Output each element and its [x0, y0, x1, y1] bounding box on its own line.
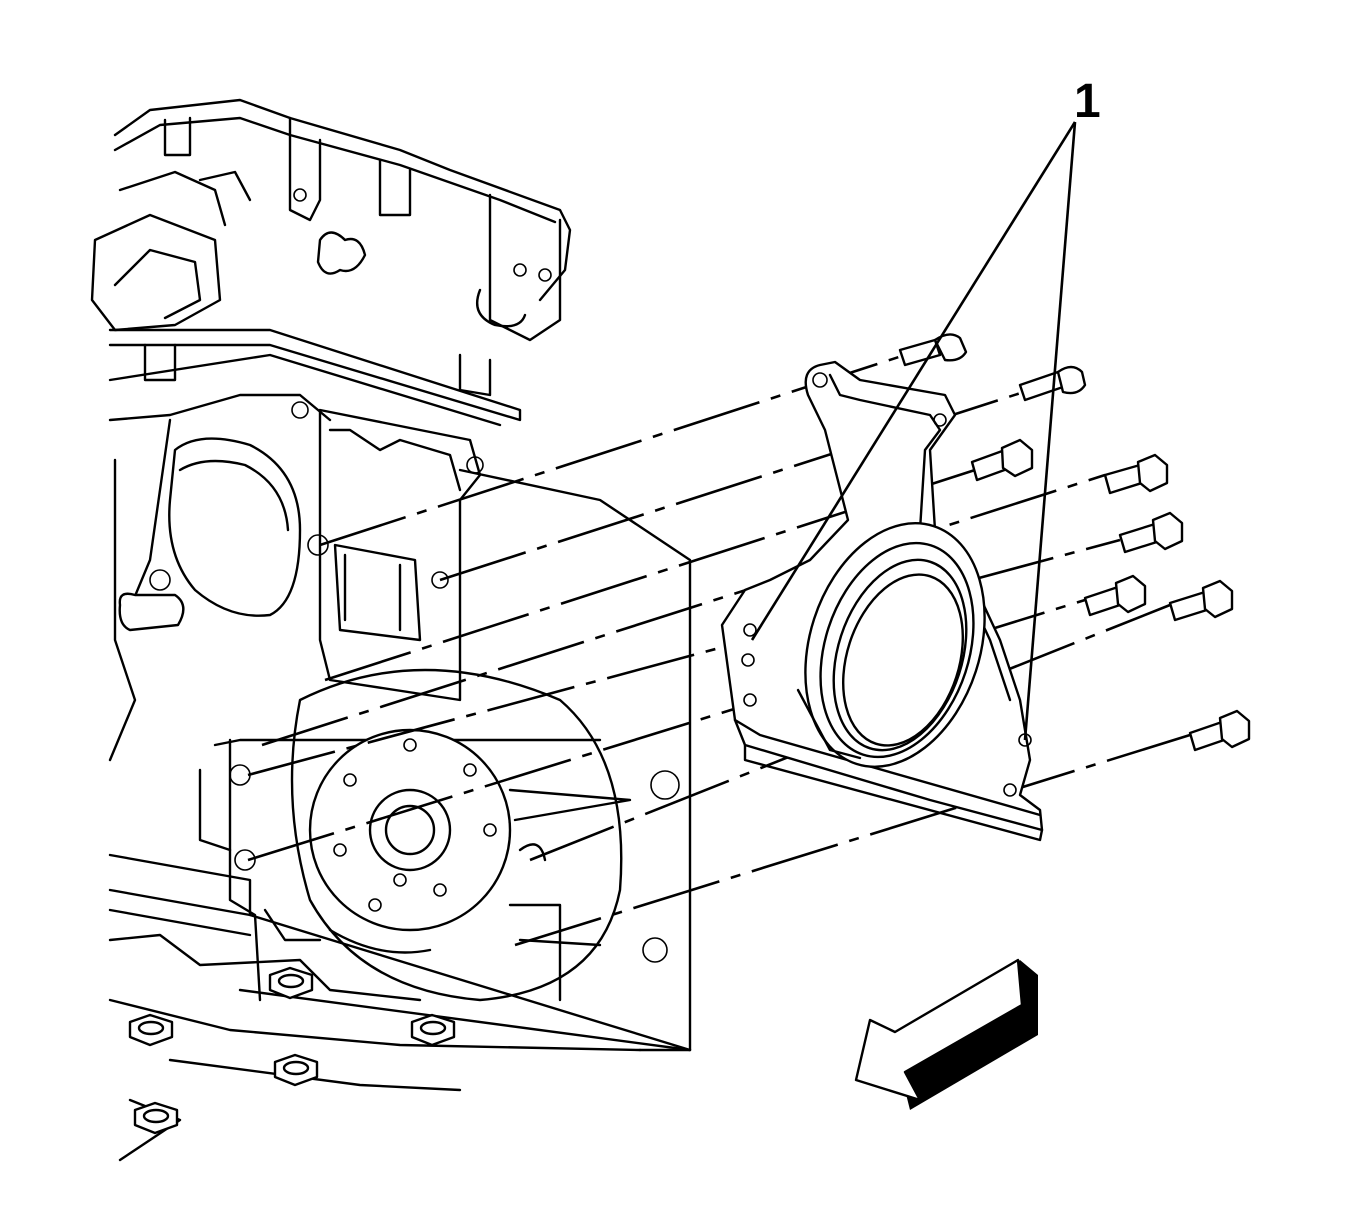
engine-block [90, 98, 692, 1162]
flange-bolt-icon [1083, 574, 1147, 617]
flange-bolt-icon [1103, 453, 1169, 495]
front-direction-arrow-icon [854, 958, 1038, 1110]
flange-bolt-icon [970, 438, 1034, 482]
flange-bolt-icon [1118, 511, 1184, 554]
stud-bolt-icon [1018, 365, 1087, 402]
oil-pan-bolt-icon [268, 966, 314, 1000]
flange-bolt-icon [1188, 709, 1251, 752]
flange-bolt-icon [1168, 579, 1234, 622]
callout-leader-lines [750, 121, 1077, 741]
stud-bolt-icon [898, 333, 968, 367]
oil-pan-bolt-icon [273, 1053, 319, 1087]
oil-pan-bolt-icon [128, 1013, 174, 1047]
callout-label: 1 [1074, 75, 1101, 128]
rear-main-seal-housing [720, 360, 1044, 842]
oil-pan-bolt-icon [133, 1101, 179, 1135]
oil-pan-bolt-icon [410, 1013, 456, 1047]
